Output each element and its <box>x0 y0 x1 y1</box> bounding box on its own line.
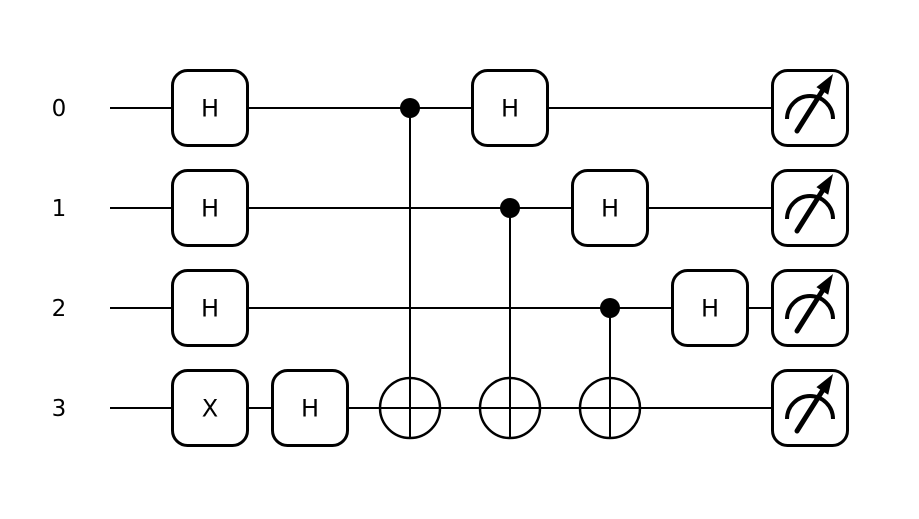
h-gate: H <box>571 169 649 247</box>
meter-arrow-shaft <box>794 188 825 234</box>
x-gate: X <box>171 369 249 447</box>
meter-arrow-head <box>816 174 833 195</box>
gate-box <box>571 169 649 247</box>
h-gate: H <box>171 269 249 347</box>
gate-label: H <box>601 194 619 222</box>
measure-gate <box>771 269 849 347</box>
qubit-label-1: 1 <box>52 196 67 222</box>
cnot-control-dot-icon <box>400 98 420 118</box>
gate-box <box>171 369 249 447</box>
meter-arrow-icon <box>785 274 835 334</box>
meter-arrow-shaft <box>794 288 825 334</box>
h-gate: H <box>171 169 249 247</box>
meter-arc <box>785 94 835 120</box>
h-gate: H <box>271 369 349 447</box>
h-gate: H <box>671 269 749 347</box>
gate-label: H <box>201 294 219 322</box>
gate-label: H <box>201 194 219 222</box>
gate-label: H <box>501 94 519 122</box>
measure-gate <box>771 69 849 147</box>
meter-arrow-shaft <box>794 388 825 434</box>
meter-arrow-head <box>816 74 833 95</box>
meter-arc <box>785 194 835 220</box>
h-gate: H <box>171 69 249 147</box>
gate-label: X <box>202 394 218 422</box>
measure-gate <box>771 169 849 247</box>
gate-label: H <box>301 394 319 422</box>
meter-arrow-head <box>816 274 833 295</box>
cnot-control-dot-icon <box>600 298 620 318</box>
meter-arrow-icon <box>785 174 835 234</box>
cnot-target-icon <box>378 376 442 440</box>
qubit-label-0: 0 <box>52 96 67 122</box>
meter-arc <box>785 294 835 320</box>
measure-gate <box>771 369 849 447</box>
gate-label: H <box>201 94 219 122</box>
meter-arc <box>785 394 835 420</box>
qubit-label-2: 2 <box>52 296 67 322</box>
gate-box <box>171 69 249 147</box>
gate-box <box>671 269 749 347</box>
gate-box <box>271 369 349 447</box>
gate-box <box>171 269 249 347</box>
gate-box <box>471 69 549 147</box>
meter-arrow-head <box>816 374 833 395</box>
cnot-control-dot-icon <box>500 198 520 218</box>
h-gate: H <box>471 69 549 147</box>
gate-label: H <box>701 294 719 322</box>
gate-box <box>171 169 249 247</box>
meter-arrow-shaft <box>794 88 825 134</box>
meter-arrow-icon <box>785 74 835 134</box>
meter-arrow-icon <box>785 374 835 434</box>
cnot-target-icon <box>478 376 542 440</box>
cnot-target-icon <box>578 376 642 440</box>
qubit-label-3: 3 <box>52 396 67 422</box>
